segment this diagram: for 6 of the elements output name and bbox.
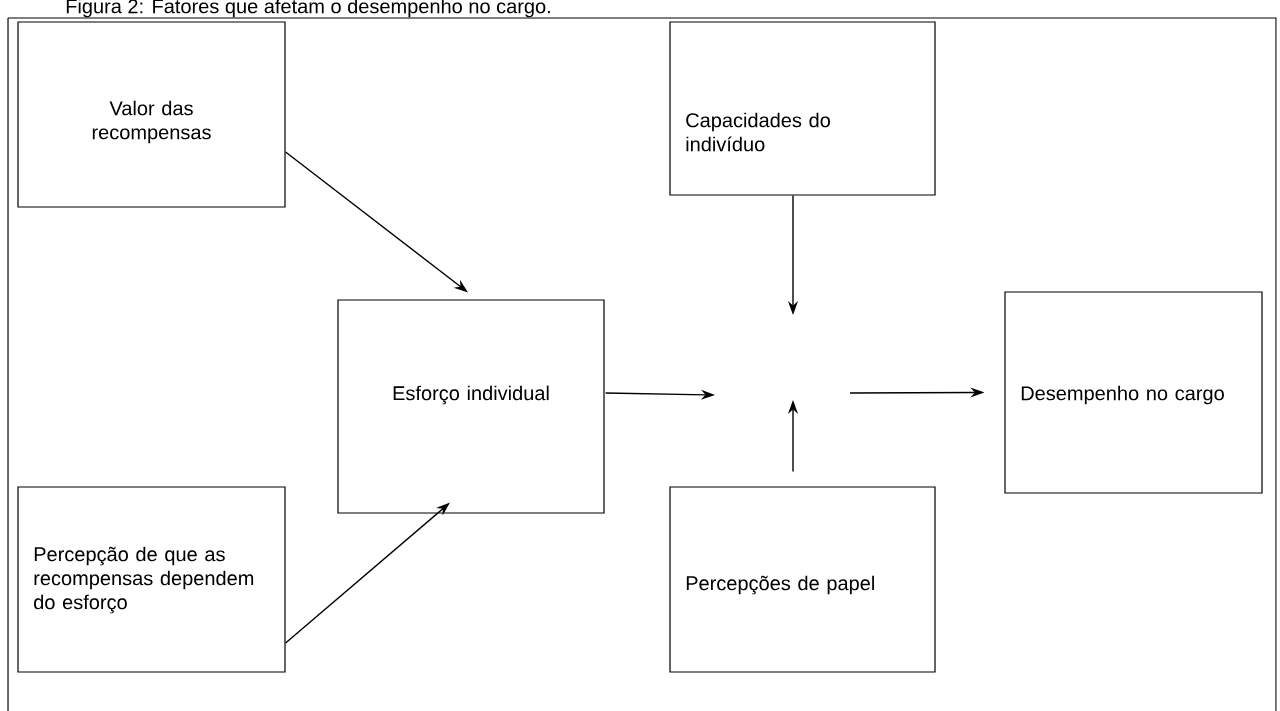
box: Desempenho no cargo bbox=[1004, 291, 1263, 494]
box: Capacidades do indivíduo bbox=[669, 21, 936, 196]
box: Percepções de papel bbox=[669, 486, 936, 673]
box: Percepção de que as recompensas dependem do esforço bbox=[17, 486, 286, 673]
box: Esforço individual bbox=[337, 299, 605, 514]
box: Valor das recompensas bbox=[17, 21, 286, 208]
